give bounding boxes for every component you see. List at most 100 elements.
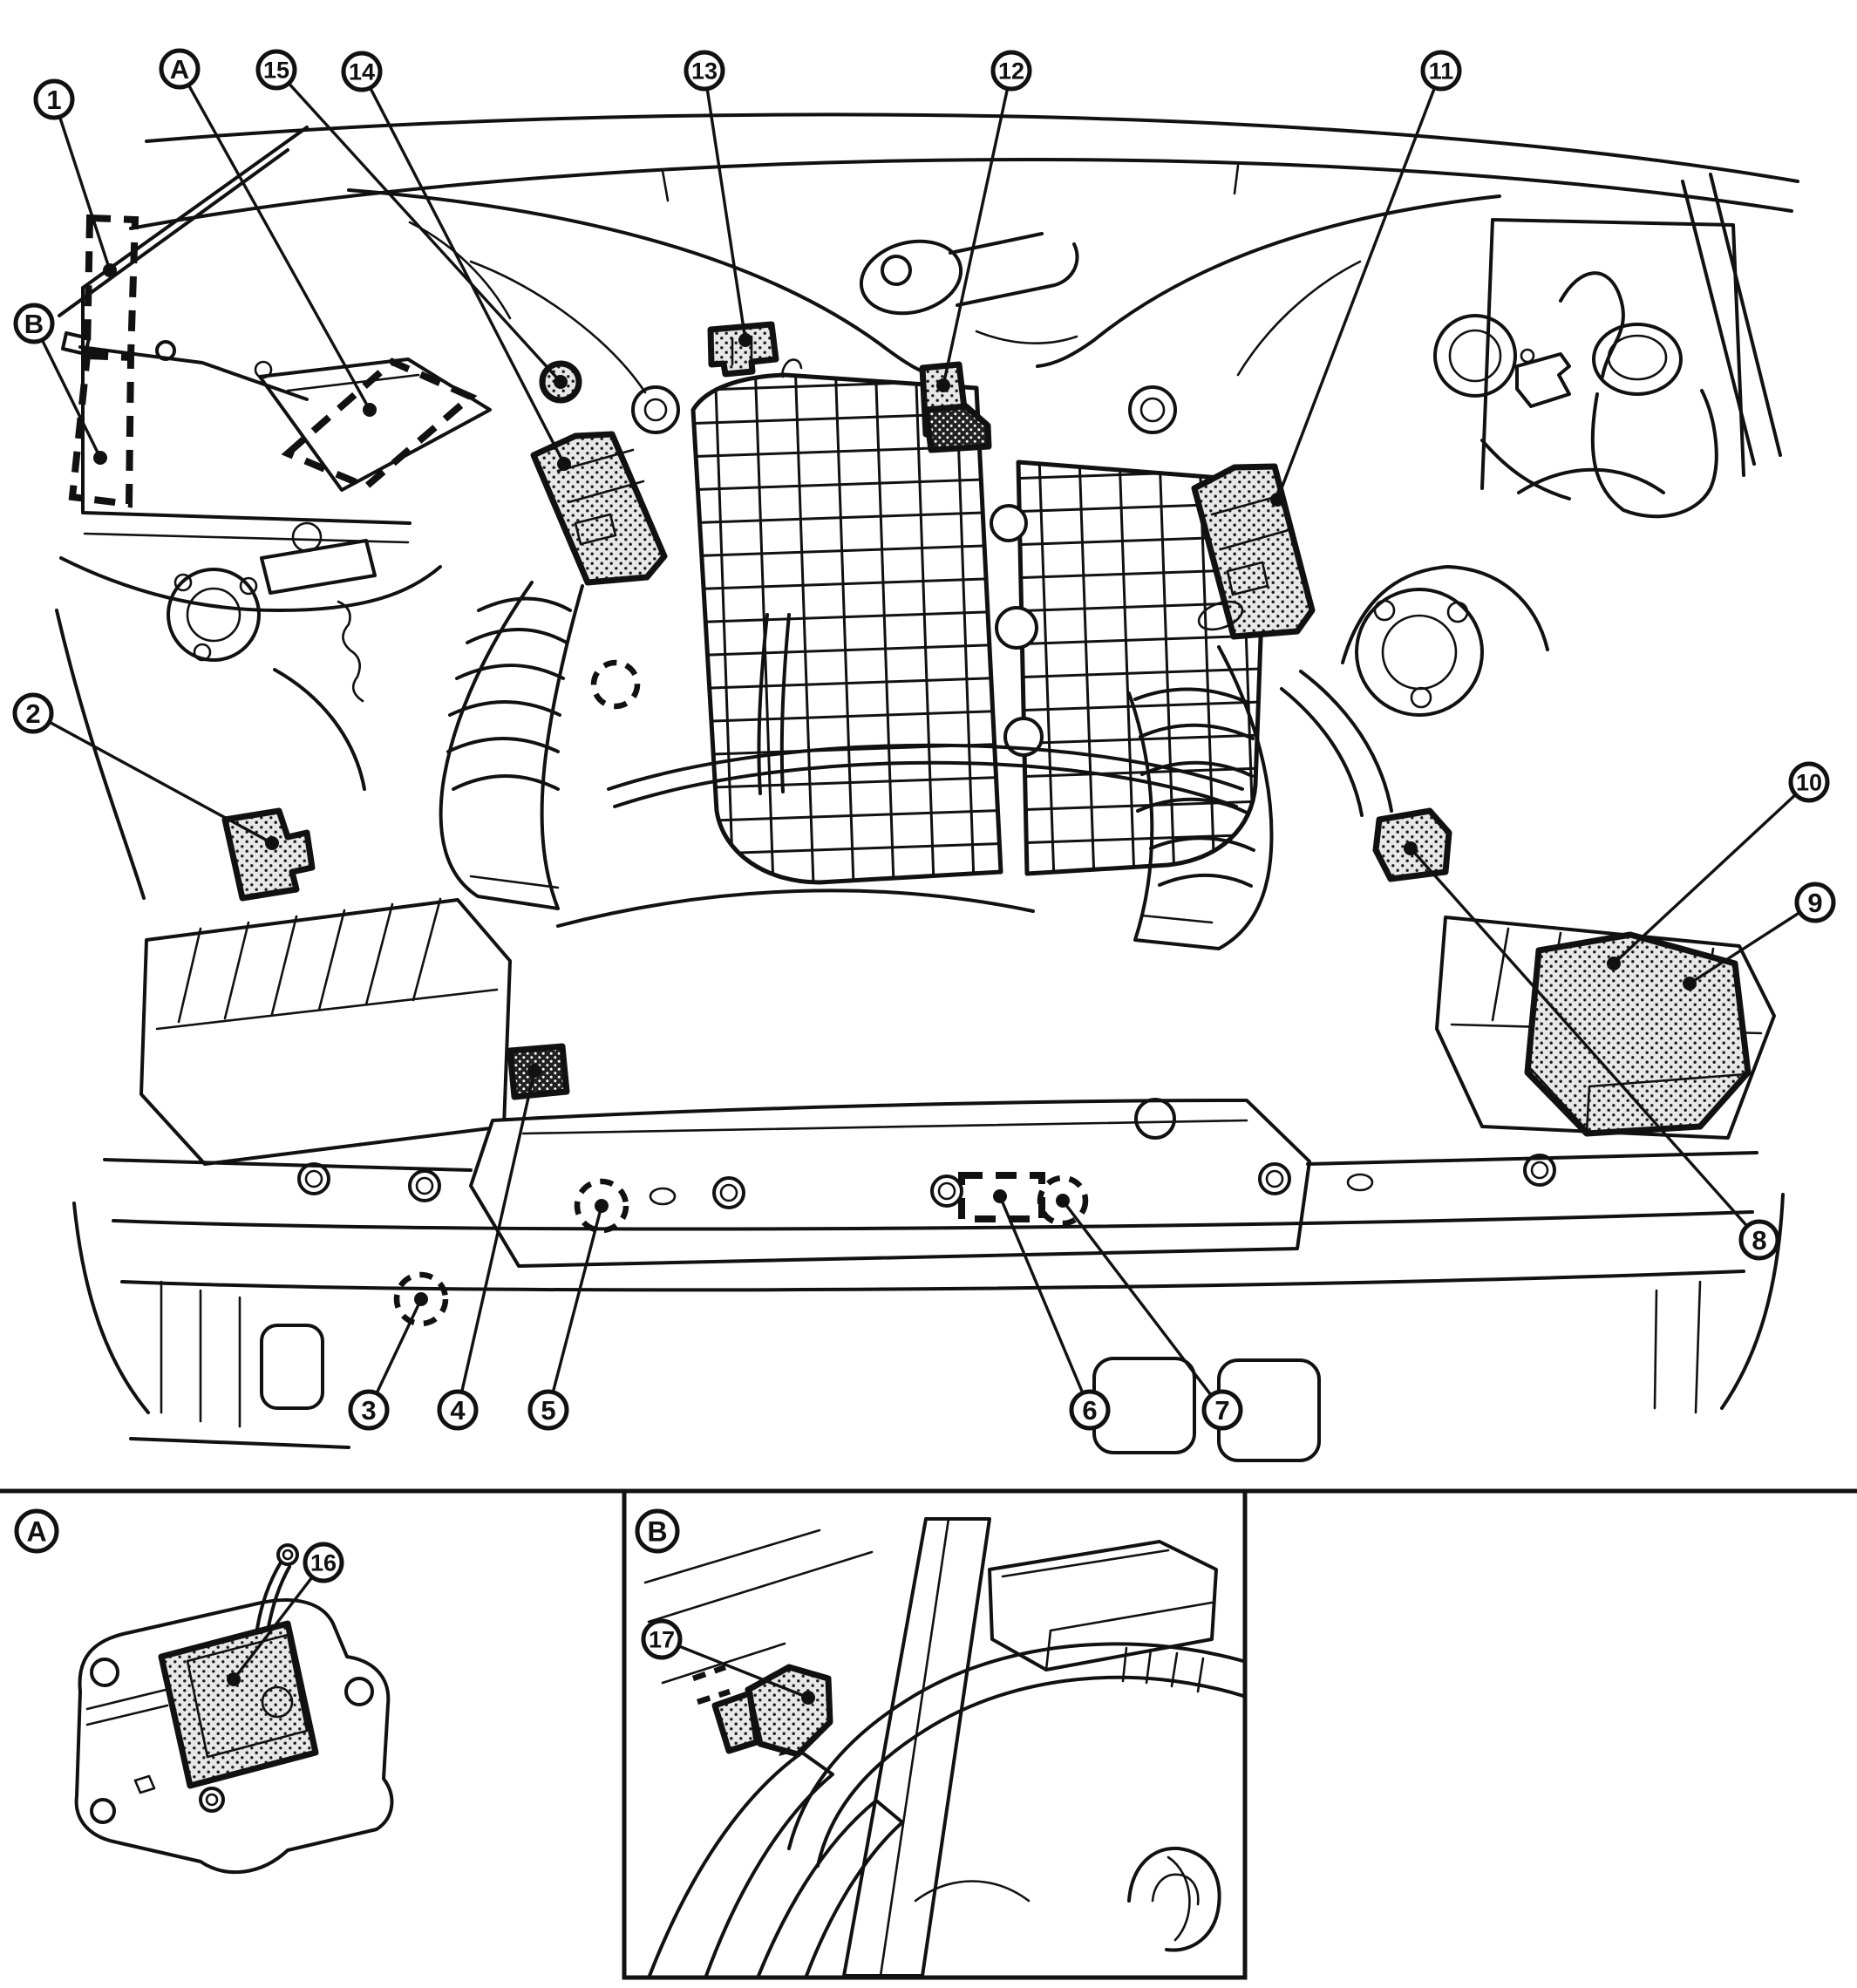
leader-line-15	[287, 82, 562, 384]
intake-duct-left	[439, 581, 584, 910]
battery-area	[55, 286, 492, 900]
callout-label-12: 12	[998, 58, 1024, 85]
panel-label-text-B: B	[647, 1516, 667, 1548]
callout-12: 12	[936, 50, 1032, 392]
leader-dot-5	[595, 1199, 609, 1213]
callout-label-B: B	[24, 309, 44, 339]
leader-dot-6	[993, 1189, 1007, 1203]
callout-circle-12	[990, 50, 1032, 92]
callout-13: 13	[684, 50, 752, 347]
callout-circle-5	[527, 1389, 569, 1431]
leader-line-6	[998, 1195, 1085, 1394]
callout-7: 7	[1056, 1194, 1243, 1431]
leader-line-16	[232, 1576, 314, 1681]
callout-1: 1	[33, 78, 117, 277]
callout-15: 15	[255, 49, 568, 389]
leader-dot-3	[414, 1292, 428, 1306]
panel-label-circle-A	[14, 1508, 59, 1554]
leader-dot-8	[1404, 841, 1418, 855]
callout-circle-11	[1420, 50, 1462, 92]
callout-2: 2	[12, 692, 279, 850]
leader-line-9	[1689, 910, 1801, 985]
component-13-target	[707, 321, 779, 378]
callout-label-15: 15	[263, 58, 289, 84]
leader-dot-2	[265, 836, 279, 850]
callout-label-2: 2	[25, 698, 40, 729]
callout-6: 6	[993, 1189, 1111, 1431]
callout-4: 4	[437, 1064, 541, 1431]
leader-line-8	[1409, 847, 1749, 1228]
leader-line-5	[551, 1205, 603, 1393]
callout-circle-9	[1794, 882, 1836, 923]
callout-label-11: 11	[1429, 58, 1454, 85]
callout-label-3: 3	[361, 1395, 376, 1426]
callout-circle-A	[159, 48, 201, 90]
leader-dot-1	[103, 263, 117, 277]
panel-label-A: A	[14, 1508, 59, 1554]
callout-label-10: 10	[1796, 770, 1822, 796]
callout-circle-8	[1738, 1219, 1780, 1261]
callout-circle-15	[255, 49, 297, 91]
callout-label-13: 13	[691, 58, 718, 85]
leader-dot-14	[557, 457, 571, 471]
callout-circle-3	[348, 1389, 390, 1431]
dashed-circle-7	[1037, 1174, 1089, 1227]
callout-label-14: 14	[349, 59, 375, 85]
dashed-circle-5	[574, 1178, 629, 1234]
leader-dot-16	[227, 1672, 241, 1686]
callout-circle-1	[33, 78, 75, 120]
leader-line-4	[459, 1070, 536, 1392]
component-17-target	[745, 1664, 833, 1758]
front-lower-structure	[72, 1098, 1785, 1462]
callout-label-17: 17	[649, 1627, 675, 1653]
cowl-center-cluster	[859, 232, 1079, 344]
panel-dividers	[0, 1488, 1857, 1980]
hoses-harness	[408, 221, 1393, 928]
dashed-circle-3	[393, 1271, 449, 1327]
callout-circle-17	[641, 1618, 683, 1660]
dashed-circle-duct	[590, 659, 641, 710]
leader-line-17	[677, 1644, 809, 1699]
callout-circle-4	[437, 1389, 479, 1431]
callout-circle-14	[341, 51, 383, 92]
callout-circle-16	[303, 1542, 344, 1583]
leader-dot-11	[1270, 493, 1284, 507]
callout-5: 5	[527, 1199, 609, 1431]
component-12-lower	[922, 403, 992, 453]
leader-line-B	[40, 339, 102, 459]
callout-14: 14	[341, 51, 571, 471]
callout-circle-B	[13, 303, 55, 344]
callout-circle-2	[12, 692, 54, 734]
callout-11: 11	[1270, 50, 1462, 507]
leader-dot-A	[363, 403, 377, 417]
callout-label-16: 16	[310, 1550, 337, 1576]
leader-dot-7	[1056, 1194, 1070, 1208]
callout-17: 17	[641, 1618, 815, 1705]
callout-8: 8	[1404, 841, 1780, 1261]
panel-label-B: B	[635, 1508, 680, 1554]
support-bolts	[297, 1154, 1556, 1209]
leader-line-12	[942, 88, 1010, 386]
callout-B: B	[13, 303, 107, 465]
callout-9: 9	[1683, 882, 1836, 991]
leader-dot-17	[801, 1691, 815, 1705]
callout-circle-10	[1788, 761, 1830, 803]
leader-dot-12	[936, 378, 950, 392]
panel-b-inset	[643, 1517, 1245, 1978]
callout-16: 16	[227, 1542, 344, 1686]
callout-label-A: A	[170, 54, 189, 85]
callout-circle-6	[1069, 1389, 1111, 1431]
callout-label-4: 4	[450, 1395, 466, 1426]
component-2-target	[221, 807, 316, 902]
callout-label-9: 9	[1807, 888, 1822, 918]
panel-label-circle-B	[635, 1508, 680, 1554]
dashed-box-a	[281, 357, 478, 491]
callout-circle-7	[1201, 1389, 1243, 1431]
hood-cowl-outline	[58, 112, 1799, 466]
panel-label-text-A: A	[26, 1516, 46, 1548]
maf-sensor-left-14-target	[530, 431, 668, 586]
callout-10: 10	[1607, 761, 1830, 970]
